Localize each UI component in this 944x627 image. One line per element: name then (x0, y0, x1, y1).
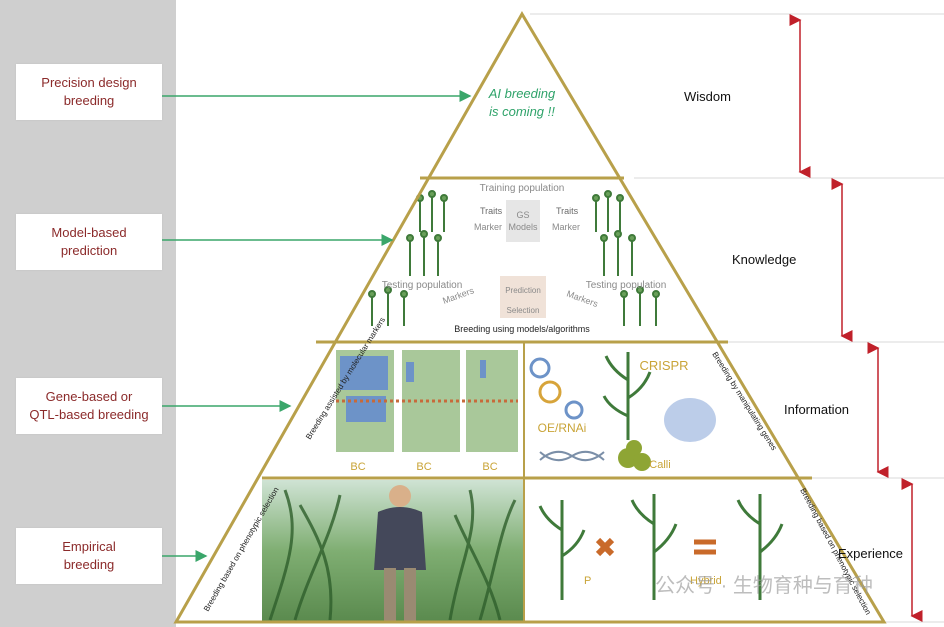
precision-design-breeding-box: Precision design breeding (16, 64, 162, 120)
gs-model-box (506, 200, 540, 242)
box-line-2: QTL-based breeding (29, 407, 149, 422)
gs-label-1: GS (516, 210, 529, 220)
pyramid-outline (173, 11, 887, 624)
cell-blob (664, 398, 716, 442)
level-knowledge: Knowledge (732, 252, 797, 267)
model-tier-caption: Breeding using models/algorithms (454, 324, 590, 334)
selection-label: Selection (507, 306, 540, 315)
level-information: Information (784, 402, 850, 417)
testing-population-left-label: Testing population (382, 280, 463, 291)
vector-circles (529, 357, 584, 420)
apex-line-2: is coming !! (489, 104, 555, 119)
cross-plants (538, 494, 784, 600)
tier-separators (262, 176, 812, 480)
box-line-2: breeding (63, 93, 115, 108)
calli-cluster (618, 440, 651, 471)
cross-symbol (595, 537, 615, 557)
watermark-text: 公众号 · 生物育种与育种 (655, 574, 873, 597)
oe-rnai-label: OE/RNAi (538, 421, 587, 435)
traits-right-label: Traits (556, 206, 579, 216)
crispr-plant (602, 352, 652, 440)
calli-label: Calli (649, 459, 670, 471)
empirical-breeding-box: Empirical breeding (16, 528, 162, 584)
box-line-2: breeding (63, 557, 115, 572)
marker-right-label: Marker (552, 222, 580, 232)
gs-label-2: Models (508, 222, 538, 232)
equals-symbol (694, 539, 716, 555)
marker-left-label: Marker (474, 222, 502, 232)
hybrid-label: Hybrid (690, 575, 722, 587)
gene-tier (262, 342, 812, 478)
crispr-label: CRISPR (639, 358, 688, 373)
parent-label: P (584, 575, 591, 587)
bc-label-1: BC (350, 461, 365, 473)
testing-population-right-label: Testing population (586, 280, 667, 291)
box-line-1: Empirical (62, 539, 116, 554)
box-line-1: Gene-based or (45, 389, 133, 404)
training-population-label: Training population (480, 183, 565, 194)
box-line-2: prediction (60, 243, 118, 258)
prediction-box (500, 276, 546, 318)
chromosome-panels (336, 350, 518, 452)
gene-based-breeding-box: Gene-based or QTL-based breeding (16, 378, 162, 434)
box-line-1: Precision design (41, 75, 137, 90)
farmer-figure (374, 485, 426, 622)
dna-helix (539, 450, 605, 462)
green-pointer-arrows (162, 90, 472, 562)
red-range-arrows (789, 14, 923, 622)
traits-left-label: Traits (480, 206, 503, 216)
level-experience: Experience (838, 546, 904, 561)
apex-line-1: AI breeding (488, 86, 556, 101)
bc-label-2: BC (416, 461, 431, 473)
bc-label-3: BC (482, 461, 497, 473)
model-based-prediction-box: Model-based prediction (16, 214, 162, 270)
field-leaves (268, 489, 517, 621)
box-line-1: Model-based (51, 225, 127, 240)
apex-tier (420, 14, 624, 178)
model-tier-plants (368, 190, 660, 326)
level-wisdom: Wisdom (684, 89, 731, 104)
prediction-label: Prediction (505, 286, 541, 295)
